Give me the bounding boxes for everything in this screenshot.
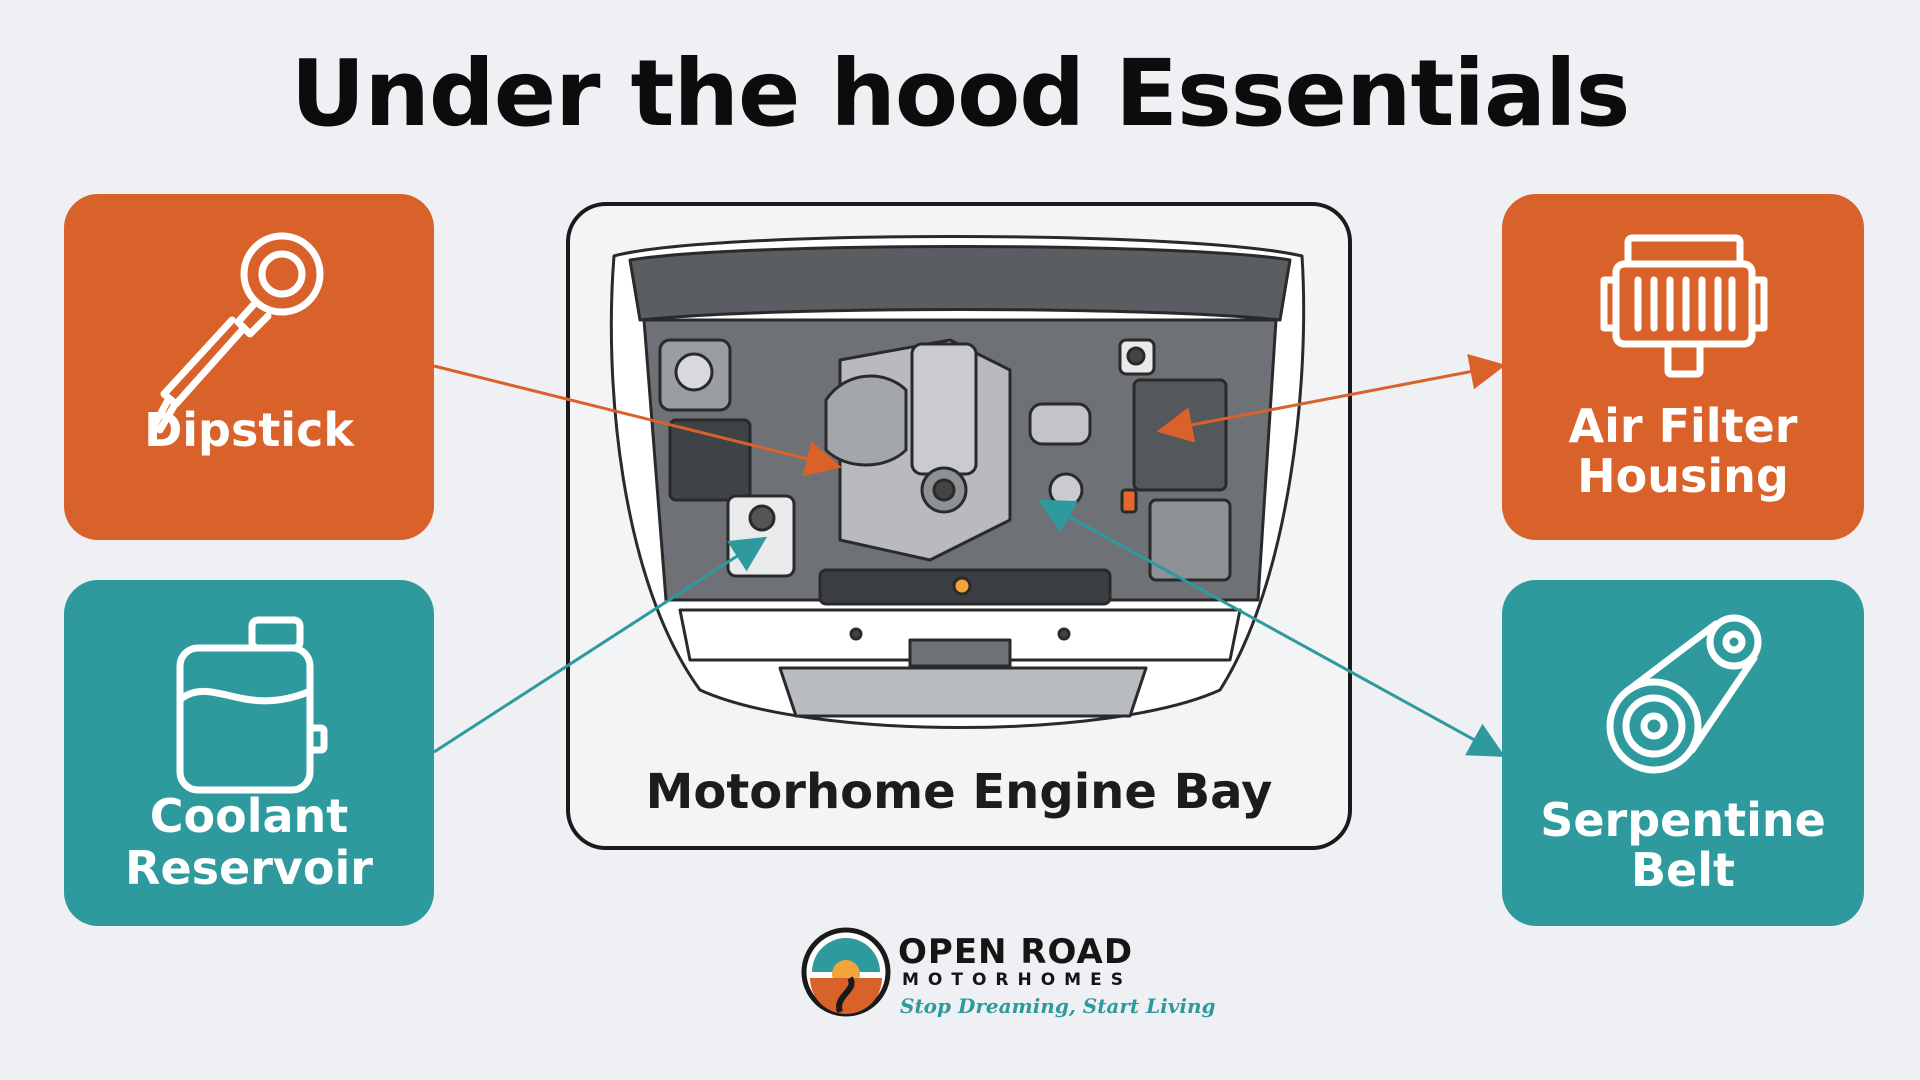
arrow-coolant	[433, 536, 768, 754]
card-air-filter-label-2: Housing	[1577, 449, 1789, 503]
card-coolant-label-1: Coolant	[149, 789, 349, 843]
card-serpentine-label-2: Belt	[1630, 843, 1736, 897]
card-dipstick: Dipstick	[64, 194, 434, 540]
card-air-filter-label-1: Air Filter	[1568, 399, 1798, 453]
card-air-filter: Air Filter Housing	[1502, 194, 1864, 540]
engine-bay-caption: Motorhome Engine Bay	[645, 764, 1273, 820]
card-coolant-label-2: Reservoir	[125, 841, 373, 895]
brand-logo-icon	[801, 927, 891, 1017]
belt-pulley-icon	[1606, 614, 1762, 774]
page-title: Under the hood Essentials	[290, 40, 1631, 147]
arrow-air-filter	[1156, 353, 1506, 443]
dipstick-icon	[150, 232, 324, 434]
card-serpentine: Serpentine Belt	[1502, 580, 1864, 926]
card-serpentine-label-1: Serpentine	[1540, 793, 1826, 847]
arrow-serpentine	[1037, 499, 1506, 757]
card-coolant: Coolant Reservoir	[64, 580, 434, 926]
brand-tagline: Stop Dreaming, Start Living	[900, 994, 1216, 1018]
brand-name: OPEN ROAD	[898, 932, 1134, 972]
brand-subtitle: MOTORHOMES	[902, 970, 1132, 990]
arrow-dipstick	[433, 364, 842, 477]
coolant-tank-icon	[176, 616, 328, 794]
air-filter-icon	[1600, 234, 1768, 378]
card-dipstick-label: Dipstick	[144, 403, 354, 457]
